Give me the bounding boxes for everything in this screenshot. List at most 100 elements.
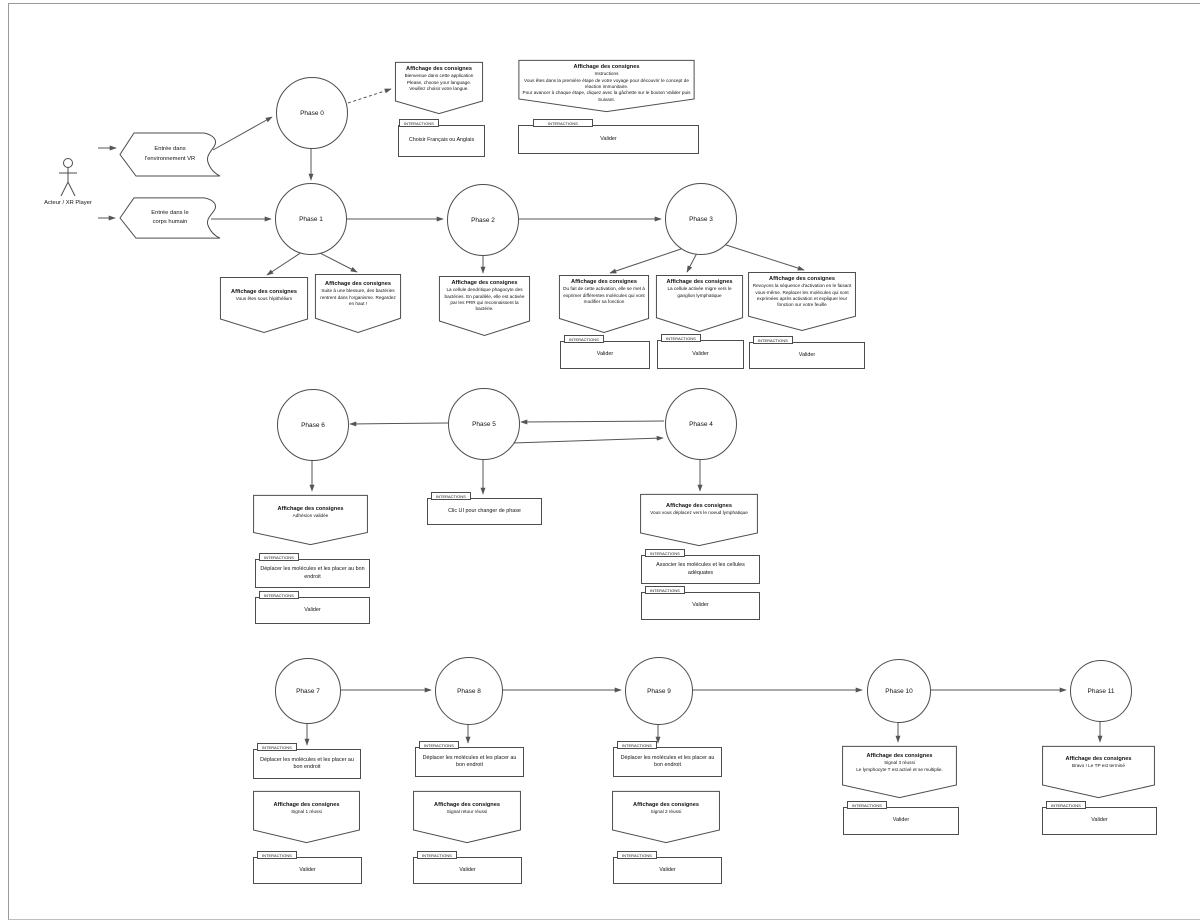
- interaction-text: Déplacer les molécules et les placer au …: [260, 756, 354, 770]
- interaction-box-associate-p4[interactable]: INTERACTIONS Associer les molécules et l…: [641, 549, 760, 584]
- interaction-text: Valider: [299, 866, 316, 873]
- interaction-box-move-p6[interactable]: INTERACTIONS Déplacer les molécules et l…: [255, 553, 370, 588]
- entry-label: Entrée dans l'environnement VR: [144, 146, 196, 162]
- banner-title: Affichage des consignes: [1065, 756, 1132, 762]
- banner-text: Bienvenue dans cette application Please,…: [404, 73, 474, 91]
- phase-node-9[interactable]: Phase 9: [625, 657, 693, 725]
- banner-title: Affichage des consignes: [231, 289, 297, 295]
- phase-node-5[interactable]: Phase 5: [448, 388, 520, 460]
- actor-icon: [59, 158, 77, 197]
- phase-node-4[interactable]: Phase 4: [665, 388, 737, 460]
- banner-text: Vous êtes sous l'épithélium: [235, 296, 293, 302]
- interactions-tag: INTERACTIONS: [419, 741, 459, 750]
- phase-node-2[interactable]: Phase 2: [447, 184, 519, 256]
- banner-title: Affichage des consignes: [434, 802, 500, 808]
- banner-text: La cellule activée migre vers le ganglio…: [667, 286, 732, 298]
- interaction-box-click-ui[interactable]: INTERACTIONS Clic UI pour changer de pha…: [427, 492, 542, 525]
- interaction-box-validate-instructions[interactable]: INTERACTIONS Valider: [518, 119, 699, 154]
- banner-text: La cellule dendritique phagocyte des bac…: [444, 287, 525, 312]
- interaction-text: Associer les molécules et les cellules a…: [656, 562, 745, 576]
- phase-node-10[interactable]: Phase 10: [867, 659, 931, 723]
- banner-title: Affichage des consignes: [666, 279, 733, 285]
- interactions-tag: INTERACTIONS: [617, 741, 657, 750]
- interaction-text: Valider: [659, 866, 676, 873]
- phase-node-8[interactable]: Phase 8: [435, 657, 503, 725]
- interaction-box-validate-p8[interactable]: INTERACTIONS Valider: [413, 851, 522, 884]
- interactions-tag: INTERACTIONS: [257, 743, 297, 752]
- phase-node-11[interactable]: Phase 11: [1070, 660, 1132, 722]
- banner-title: Affichage des consignes: [277, 506, 344, 512]
- interactions-tag: INTERACTIONS: [259, 591, 299, 600]
- interactions-tag: INTERACTIONS: [847, 801, 887, 810]
- interaction-text: Valider: [692, 350, 709, 357]
- banner-text: Signal retour réussi: [446, 809, 488, 815]
- interaction-text: Valider: [692, 602, 709, 609]
- banner-title: Affichage des consignes: [866, 753, 933, 759]
- banner-text: Revoyons la séquence d'activation en le …: [752, 283, 852, 308]
- interaction-box-choose-language[interactable]: INTERACTIONS Choisir Français ou Anglais: [398, 119, 485, 157]
- interaction-text: Clic UI pour changer de phase: [448, 507, 521, 514]
- phase-node-1[interactable]: Phase 1: [275, 183, 347, 255]
- interactions-tag: INTERACTIONS: [259, 553, 299, 562]
- interaction-box-validate-p9[interactable]: INTERACTIONS Valider: [613, 851, 722, 884]
- banner-text: Signal 2 réussi: [650, 809, 682, 815]
- interactions-tag: INTERACTIONS: [399, 119, 439, 128]
- banner-text: Bravo ! Le TP est terminé: [1072, 763, 1125, 769]
- interaction-box-move-p7[interactable]: INTERACTIONS Déplacer les molécules et l…: [253, 743, 361, 779]
- interaction-text: Valider: [600, 135, 617, 142]
- phase-node-0[interactable]: Phase 0: [276, 77, 348, 149]
- interactions-tag: INTERACTIONS: [645, 549, 685, 558]
- banner-text: Suite à une blessure, des bactéries rent…: [320, 288, 396, 306]
- actor-label: Acteur / XR Player: [44, 200, 92, 206]
- interaction-box-move-p8[interactable]: INTERACTIONS Déplacer les molécules et l…: [415, 741, 524, 777]
- banner-text: Signal 1 réussi: [291, 809, 322, 815]
- interaction-text: Choisir Français ou Anglais: [408, 137, 475, 144]
- interaction-box-validate-p11[interactable]: INTERACTIONS Valider: [1042, 801, 1157, 835]
- interactions-tag: INTERACTIONS: [431, 492, 471, 501]
- interaction-text: Valider: [596, 351, 614, 358]
- interaction-box-validate-p10[interactable]: INTERACTIONS Valider: [843, 801, 959, 835]
- banner-text: Vous vous déplacez vers le noeud lymphat…: [650, 510, 748, 516]
- interaction-box-validate-p3a[interactable]: INTERACTIONS Valider: [560, 335, 650, 369]
- interaction-box-move-p9[interactable]: INTERACTIONS Déplacer les molécules et l…: [613, 741, 722, 777]
- banner-title: Affichage des consignes: [451, 280, 518, 286]
- interactions-tag: INTERACTIONS: [1046, 801, 1086, 810]
- interaction-box-validate-p3b[interactable]: INTERACTIONS Valider: [657, 334, 744, 369]
- banner-title: Affichage des consignes: [573, 64, 640, 70]
- banner-title: Affichage des consignes: [666, 503, 732, 509]
- interaction-box-validate-p4[interactable]: INTERACTIONS Valider: [641, 586, 760, 620]
- banner-title: Affichage des consignes: [325, 281, 391, 287]
- banner-text: Adhésion validée: [292, 513, 329, 519]
- interaction-box-validate-p7[interactable]: INTERACTIONS Valider: [253, 851, 362, 884]
- banner-title: Affichage des consignes: [633, 802, 699, 808]
- phase-node-3[interactable]: Phase 3: [665, 183, 737, 255]
- interaction-box-validate-p6[interactable]: INTERACTIONS Valider: [255, 591, 370, 624]
- interaction-text: Déplacer les molécules et les placer au …: [260, 566, 365, 580]
- interaction-box-validate-p3c[interactable]: INTERACTIONS Valider: [749, 336, 865, 369]
- banner-text: Instructions Vous êtes dans la première …: [522, 71, 691, 102]
- interaction-text: Valider: [304, 606, 321, 613]
- phase-node-7[interactable]: Phase 7: [275, 658, 341, 724]
- entry-node-body[interactable]: Entrée dans le corps humain: [118, 196, 222, 240]
- entry-node-vr[interactable]: Entrée dans l'environnement VR: [118, 131, 222, 178]
- interactions-tag: INTERACTIONS: [417, 851, 457, 860]
- banner-text: Signal 3 réussi Le lymphocyte T est acti…: [856, 760, 943, 772]
- phase-node-6[interactable]: Phase 6: [277, 389, 349, 461]
- interactions-tag: INTERACTIONS: [564, 335, 604, 344]
